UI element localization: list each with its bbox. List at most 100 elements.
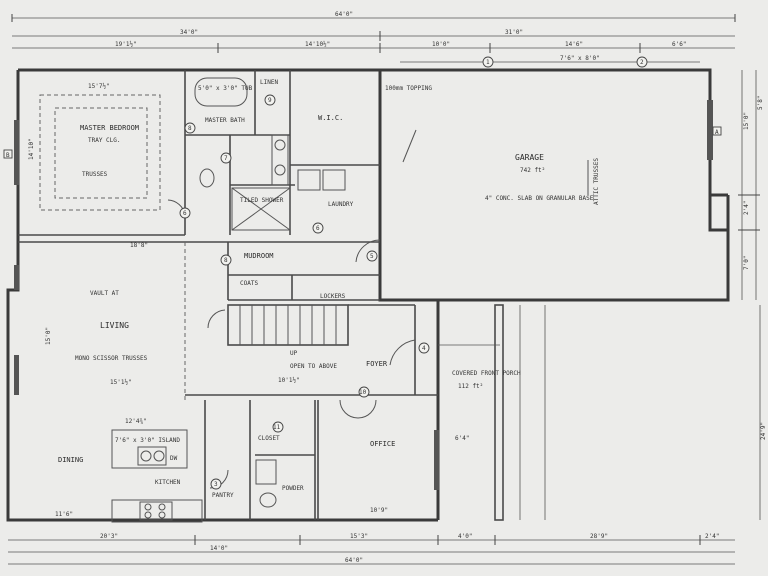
label-porch-area: 112 ft² bbox=[458, 383, 483, 390]
fixtures bbox=[14, 77, 713, 523]
stair-treads bbox=[239, 305, 337, 345]
dryer bbox=[322, 169, 346, 191]
label-linen: LINEN bbox=[260, 79, 278, 86]
dim-master-width: 15'7½" bbox=[88, 83, 110, 90]
label-dw: DW bbox=[170, 455, 178, 462]
top-dimensions: 64'0" 34'0" 31'0" 19'1½" 14'10½" 10'0" 1… bbox=[11, 11, 736, 68]
marker-8b bbox=[220, 254, 232, 266]
label-closet: CLOSET bbox=[258, 435, 280, 442]
label-garage-trusses: ATTIC TRUSSES bbox=[593, 158, 600, 205]
garage-window bbox=[707, 100, 713, 160]
label-lockers: LOCKERS bbox=[320, 293, 346, 300]
interior-walls bbox=[18, 70, 438, 520]
shower bbox=[231, 187, 291, 231]
dim-bottom-5: 28'9" bbox=[590, 533, 608, 540]
label-garage-area: 742 ft² bbox=[520, 167, 545, 174]
svg-text:6: 6 bbox=[316, 225, 320, 232]
garage-door-swing bbox=[355, 239, 381, 263]
marker-4 bbox=[418, 342, 430, 354]
marker-2 bbox=[636, 56, 648, 68]
marker-b bbox=[3, 149, 13, 159]
label-tub: 5'0" x 3'0" TUB bbox=[198, 85, 253, 92]
label-island: 7'6" x 3'0" ISLAND bbox=[115, 437, 180, 444]
tub bbox=[194, 77, 248, 107]
dim-master-height: 14'10" bbox=[28, 138, 35, 160]
range bbox=[139, 501, 173, 521]
dim-top-sub5: 6'6" bbox=[672, 41, 686, 48]
svg-text:2: 2 bbox=[640, 59, 644, 66]
dim-living-height: 15'0" bbox=[45, 327, 52, 345]
dim-top-sub2: 14'10½" bbox=[305, 41, 330, 48]
dim-bottom-overall: 64'0" bbox=[345, 557, 363, 564]
label-master-trusses: TRUSSES bbox=[82, 171, 108, 178]
label-coats-1: COATS bbox=[240, 280, 258, 287]
svg-text:1: 1 bbox=[486, 59, 490, 66]
vanity bbox=[271, 134, 289, 186]
bottom-dimensions: 20'3" 15'3" 4'0" 28'9" 2'4" 14'0" 64'0" bbox=[8, 533, 735, 565]
marker-8 bbox=[184, 122, 196, 134]
washer bbox=[297, 169, 321, 191]
dim-office-width: 10'9" bbox=[370, 507, 388, 514]
svg-text:8: 8 bbox=[224, 257, 228, 264]
dim-top-left: 34'0" bbox=[180, 29, 198, 36]
dim-top-right: 31'0" bbox=[505, 29, 523, 36]
marker-a bbox=[712, 126, 722, 136]
label-kitchen: KITCHEN bbox=[155, 479, 181, 486]
label-garage-slab: 4" CONC. SLAB ON GRANULAR BASE bbox=[485, 195, 594, 202]
marker-9 bbox=[264, 94, 276, 106]
svg-text:11: 11 bbox=[273, 424, 281, 431]
dim-right-2: 2'4" bbox=[743, 201, 750, 215]
label-living-trusses: MONO SCISSOR TRUSSES bbox=[75, 355, 148, 362]
marker-3 bbox=[210, 478, 222, 490]
front-door-swing bbox=[389, 339, 416, 366]
dim-garage-door: 7'6" x 8'0" bbox=[560, 55, 600, 62]
dim-right-1: 15'0" bbox=[743, 112, 750, 130]
marker-5 bbox=[366, 250, 378, 262]
label-master-note: TRAY CLG. bbox=[88, 137, 121, 144]
svg-text:10: 10 bbox=[359, 389, 367, 396]
dim-living-width: 15'1½" bbox=[110, 379, 132, 386]
dim-bottom-1: 20'3" bbox=[100, 533, 118, 540]
marker-11 bbox=[272, 421, 284, 433]
dim-bottom-2: 14'0" bbox=[210, 545, 228, 552]
marker-7 bbox=[220, 152, 232, 164]
dim-living-top: 18'8" bbox=[130, 242, 148, 249]
marker-1 bbox=[482, 56, 494, 68]
porch-column bbox=[494, 304, 504, 521]
powder-toilet bbox=[259, 492, 277, 508]
callout-markers: 8 9 7 6 6 5 8 10 11 3 4 A B bbox=[3, 94, 722, 490]
dim-bottom-3: 15'3" bbox=[350, 533, 368, 540]
dim-bottom-6: 2'4" bbox=[705, 533, 719, 540]
dim-dining-width: 11'6" bbox=[55, 511, 73, 518]
dim-porch-width: 6'4" bbox=[455, 435, 469, 442]
room-labels: 15'7½" 14'10" MASTER BEDROOM TRAY CLG. T… bbox=[28, 79, 600, 518]
label-up: UP bbox=[290, 350, 298, 357]
label-mudroom: MUDROOM bbox=[244, 252, 274, 260]
label-living-vault: VAULT AT bbox=[90, 290, 119, 297]
label-office: OFFICE bbox=[370, 440, 395, 448]
dim-bottom-4: 4'0" bbox=[458, 533, 472, 540]
dim-right-3: 5'8" bbox=[757, 96, 764, 110]
label-dining: DINING bbox=[58, 456, 83, 464]
label-laundry: LAUNDRY bbox=[328, 201, 354, 208]
kitchen-island bbox=[111, 429, 188, 469]
label-living: LIVING bbox=[100, 321, 129, 330]
tray-ceiling bbox=[39, 94, 161, 211]
label-garage-top-note: 100mm TOPPING bbox=[385, 85, 432, 92]
svg-text:5: 5 bbox=[370, 253, 374, 260]
marker-10 bbox=[358, 386, 370, 398]
label-garage: GARAGE bbox=[515, 153, 544, 162]
dim-right-4: 7'0" bbox=[743, 256, 750, 270]
office-window bbox=[434, 430, 439, 490]
label-powder: POWDER bbox=[282, 485, 304, 492]
svg-text:8: 8 bbox=[188, 125, 192, 132]
label-covered-porch: COVERED FRONT PORCH bbox=[452, 370, 521, 377]
svg-text:B: B bbox=[6, 152, 10, 159]
marker-6b bbox=[312, 222, 324, 234]
right-dimensions: 15'0" 2'4" 5'8" 7'0" 24'9" bbox=[738, 70, 767, 520]
label-master-bath: MASTER BATH bbox=[205, 117, 245, 124]
label-wic: W.I.C. bbox=[318, 114, 343, 122]
dim-top-overall: 64'0" bbox=[335, 11, 353, 18]
